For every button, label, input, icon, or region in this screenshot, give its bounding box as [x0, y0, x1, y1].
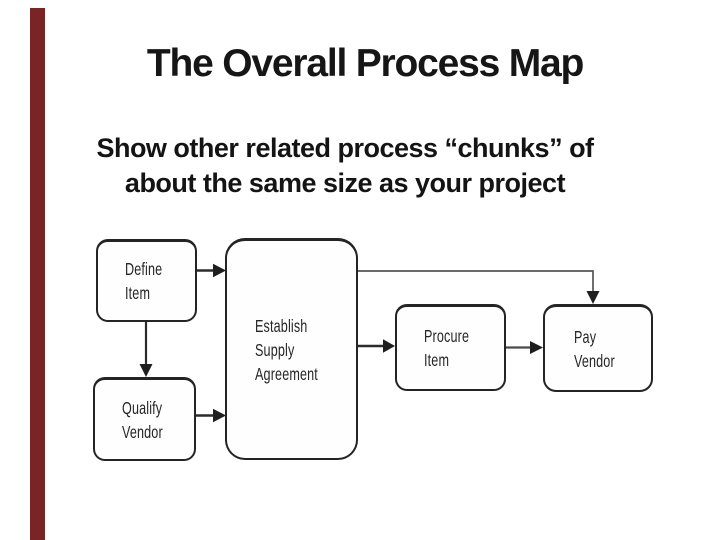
node-label-line: Vendor [122, 421, 163, 442]
flow-node-pay-vendor: Pay Vendor [543, 304, 653, 392]
flow-node-procure-item: Procure Item [395, 304, 506, 391]
node-label-line: Qualify [122, 397, 163, 418]
arrow-establish-to-procure [358, 339, 395, 353]
node-label: Define Item [125, 257, 162, 305]
flow-node-establish-supply-agreement: Establish Supply Agreement [225, 238, 358, 460]
node-label: Procure Item [424, 324, 469, 372]
node-label-line: Item [424, 350, 450, 370]
node-label-line: Establish [255, 315, 308, 336]
subtitle-line-1: Show other related process “chunks” of [96, 133, 594, 163]
node-label-line: Item [125, 283, 151, 303]
node-label-line: Agreement [255, 363, 318, 384]
arrow-establish-to-pay-top [358, 270, 600, 304]
flow-node-qualify-vendor: Qualify Vendor [93, 377, 196, 461]
arrow-procure-to-pay [506, 341, 543, 354]
node-label-line: Supply [255, 339, 295, 360]
flow-node-define-item: Define Item [96, 239, 197, 322]
subtitle-line-2: about the same size as your project [124, 168, 566, 198]
node-label-line: Pay [574, 326, 597, 347]
node-label-line: Procure [424, 326, 470, 346]
slide-title: The Overall Process Map [146, 42, 584, 85]
node-label-line: Define [125, 259, 163, 279]
node-label: Pay Vendor [574, 325, 615, 373]
arrow-define-to-establish [197, 263, 226, 278]
node-label-line: Vendor [574, 350, 615, 371]
arrow-qualify-to-establish [196, 408, 226, 423]
left-accent-bar [30, 8, 45, 540]
slide-subtitle: Show other related process “chunks” of a… [20, 131, 670, 201]
node-label: Qualify Vendor [122, 396, 163, 444]
node-label: Establish Supply Agreement [255, 314, 318, 386]
arrow-define-to-qualify [139, 322, 153, 377]
